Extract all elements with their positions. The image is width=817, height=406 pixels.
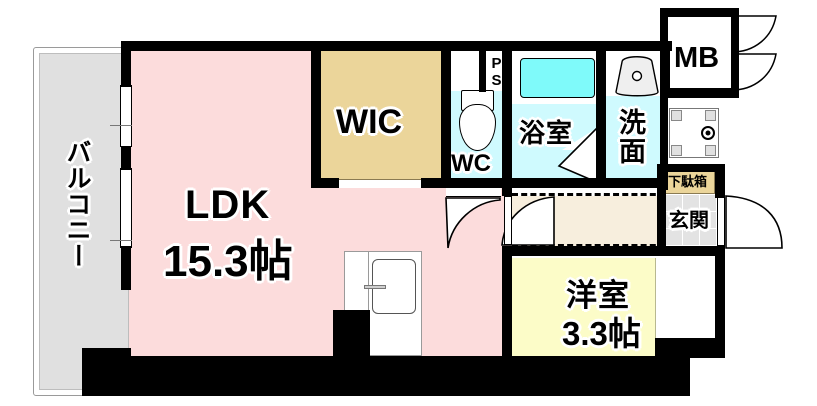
washer-pan-corner-br: [705, 145, 716, 156]
room-bedroom-lower: [512, 330, 667, 356]
wall-bottom-ldk: [131, 356, 512, 366]
toilet-bowl-icon: [459, 104, 496, 151]
wall-bath-east: [596, 41, 606, 187]
ldk-entry-door-swing-icon: [501, 196, 555, 246]
balcony-window-mullion-1: [110, 125, 132, 127]
wall-ldk-east-upper: [441, 178, 451, 188]
bedroom-label: 洋室: [566, 278, 630, 313]
hallway-top-threshold: [512, 193, 665, 198]
wall-top-main: [121, 41, 672, 51]
bathtub-fixture: [520, 58, 595, 98]
entrance-door-swing-icon: [725, 195, 783, 249]
room-balcony: [39, 53, 129, 390]
bedroom-closet-white: [655, 258, 690, 338]
wall-ldk-west-upper: [121, 41, 131, 87]
wall-bath-south: [502, 178, 606, 188]
wall-entrance-north: [660, 164, 722, 172]
balcony-window-mullion-2: [110, 240, 132, 242]
washer-pan-corner-tl: [671, 110, 682, 121]
mb-label: MB: [674, 42, 720, 74]
ldk-entry-door-panel: [504, 196, 512, 245]
wic-label: WIC: [336, 103, 403, 141]
wall-ldk-west-mid: [121, 146, 131, 170]
hallway-bottom-threshold: [512, 244, 665, 249]
balcony-window-lower: [120, 168, 132, 248]
wall-wc-east: [502, 41, 512, 187]
kitchen-faucet-icon: [364, 285, 386, 289]
room-ldk: [129, 50, 320, 356]
room-wic: [320, 50, 441, 186]
washroom-label: 洗面: [615, 108, 645, 166]
wall-wic-east: [441, 41, 451, 187]
wall-entrance-south: [657, 246, 725, 256]
wall-entrance-west: [657, 164, 666, 254]
washer-drain-icon: [701, 126, 715, 140]
wall-washroom-south: [596, 178, 668, 188]
wc-door-swing-icon: [445, 197, 501, 249]
wc-label: WC: [451, 150, 491, 177]
bedroom-size-label: 3.3帖: [562, 315, 641, 352]
wall-wc-topdiv: [447, 41, 508, 51]
wall-mb-right: [731, 8, 739, 95]
washbasin-fixture: [615, 56, 659, 97]
ps-label: PS: [488, 55, 505, 89]
wall-kitchen-nub-left: [333, 310, 345, 356]
wall-ldk-west-lower: [121, 246, 131, 290]
kitchen-counter-divider: [368, 251, 369, 356]
wall-entrance-east-lower: [715, 246, 725, 356]
wall-bedroom-southeast: [655, 338, 725, 358]
balcony-window-upper: [120, 85, 132, 147]
washer-pan-corner-tr: [705, 110, 716, 121]
entrance-label: 玄関: [669, 210, 709, 232]
wall-wc-south: [441, 178, 512, 188]
room-mb: [667, 16, 732, 92]
ldk-size-label: 15.3帖: [163, 237, 293, 286]
balcony-label: バルコニー: [63, 139, 91, 269]
wall-washroom-east: [660, 41, 670, 98]
wall-bedroom-north: [502, 246, 512, 358]
wall-wic-west: [311, 41, 321, 187]
wall-wic-south-left: [311, 178, 339, 188]
wall-kitchen-nub: [344, 310, 370, 356]
washer-pan-corner-bl: [671, 145, 682, 156]
wall-washroom-east-lower: [660, 98, 668, 190]
wc-door-gap: [446, 188, 501, 197]
wc-upper-white: [447, 52, 480, 91]
wall-hall-ldk-div: [502, 188, 512, 196]
wall-bedroom-west: [502, 246, 665, 256]
wall-ps-left: [479, 48, 486, 92]
wall-mb-top: [660, 8, 739, 17]
ldk-label: LDK: [185, 183, 271, 227]
room-entrance: [665, 194, 717, 246]
wall-mb-bottom: [660, 88, 739, 98]
wall-wic-south-right: [421, 178, 451, 188]
wall-entrance-east: [715, 164, 725, 198]
mb-door-swing-icon: [731, 15, 777, 91]
shoebox-label: 下駄箱: [668, 174, 708, 189]
shoebox-fixture: [665, 170, 715, 194]
wic-doorway-opening: [336, 179, 425, 188]
